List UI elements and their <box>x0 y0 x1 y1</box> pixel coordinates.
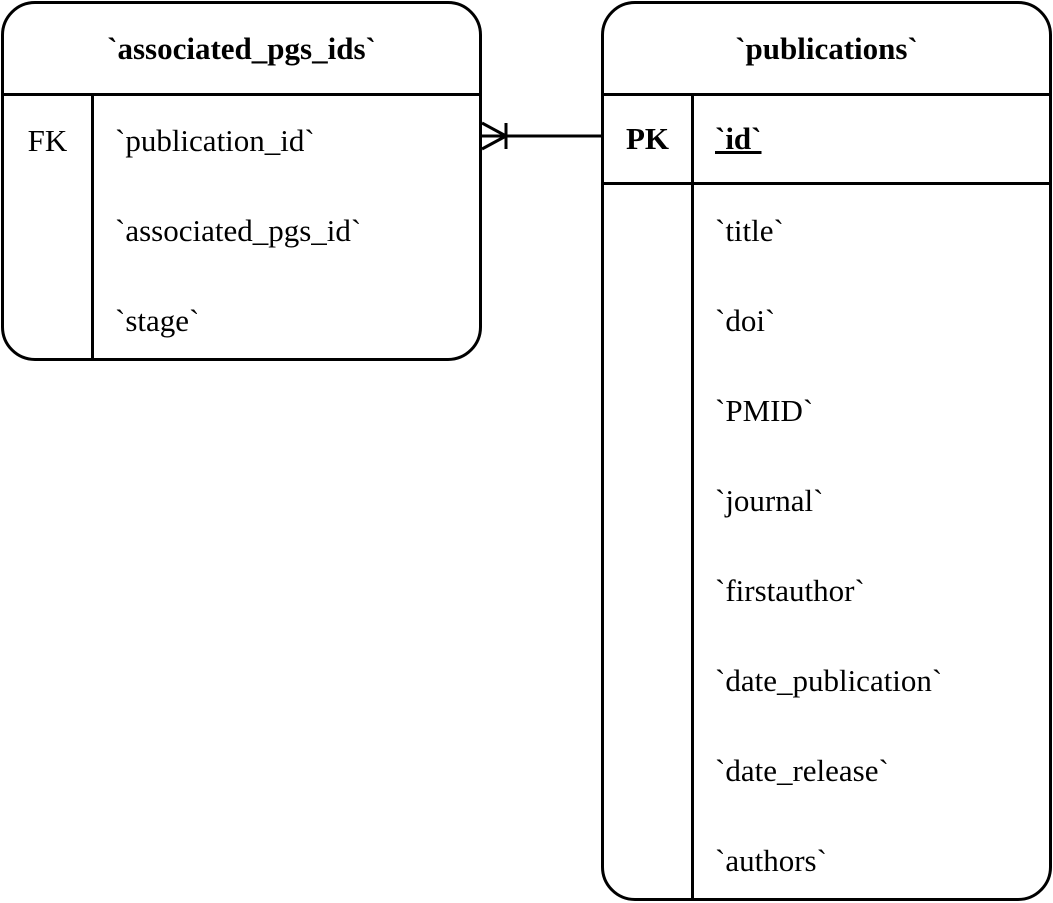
entity-title: `associated_pgs_ids` <box>4 4 479 96</box>
key-label <box>4 186 91 276</box>
entity-row[interactable]: FK `publication_id` <box>4 96 479 186</box>
field-pmid: `PMID` <box>715 393 814 428</box>
field-title: `title` <box>715 213 784 248</box>
entity-title: `publications` <box>604 4 1049 96</box>
field-associated-pgs-id: `associated_pgs_id` <box>115 213 362 248</box>
field-id: `id` <box>715 121 762 156</box>
crowfoot-lower-prong <box>481 134 507 151</box>
crowfoot-upper-prong <box>481 121 507 138</box>
entity-row[interactable]: `date_publication` <box>604 636 1049 726</box>
entity-row[interactable]: `PMID` <box>604 366 1049 456</box>
field-journal: `journal` <box>715 483 824 518</box>
field-firstauthor: `firstauthor` <box>715 573 865 608</box>
entity-row[interactable]: `associated_pgs_id` <box>4 186 479 276</box>
field-doi: `doi` <box>715 303 776 338</box>
entity-row[interactable]: `authors` <box>604 816 1049 898</box>
foreign-key-label: FK <box>27 123 68 158</box>
field-authors: `authors` <box>715 843 827 878</box>
field-stage: `stage` <box>115 303 200 338</box>
entity-row[interactable]: `firstauthor` <box>604 546 1049 636</box>
primary-key-divider <box>604 182 1049 185</box>
key-label <box>4 276 91 358</box>
entity-row[interactable]: `stage` <box>4 276 479 358</box>
key-column-divider <box>691 96 694 898</box>
key-column-divider <box>91 96 94 358</box>
entity-row[interactable]: `title` <box>604 186 1049 276</box>
entity-publications[interactable]: `publications` PK `id` `title` `doi` `PM… <box>601 1 1052 901</box>
entity-row[interactable]: `date_release` <box>604 726 1049 816</box>
entity-associated-pgs-ids[interactable]: `associated_pgs_ids` FK `publication_id`… <box>1 1 482 361</box>
entity-row[interactable]: `doi` <box>604 276 1049 366</box>
field-date-release: `date_release` <box>715 753 889 788</box>
entity-row[interactable]: `journal` <box>604 456 1049 546</box>
primary-key-label: PK <box>625 121 670 156</box>
primary-key-row[interactable]: PK `id` <box>604 96 1049 182</box>
field-date-publication: `date_publication` <box>715 663 943 698</box>
field-publication-id: `publication_id` <box>115 123 315 158</box>
